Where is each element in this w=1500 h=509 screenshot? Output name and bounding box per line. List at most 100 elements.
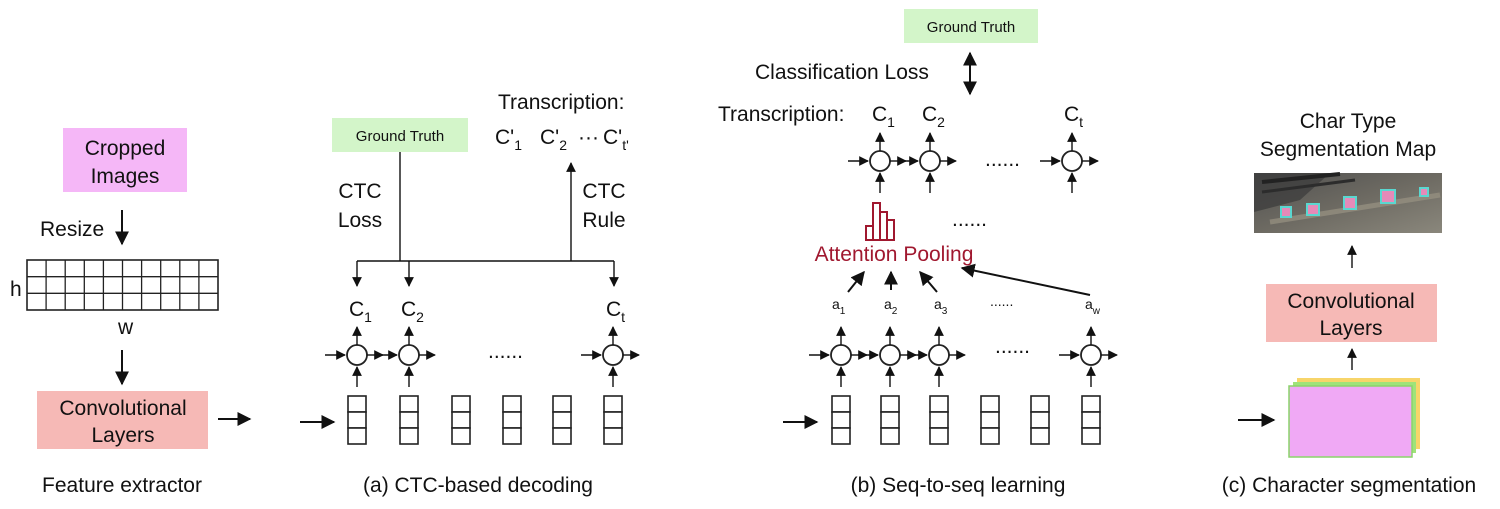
feature-cell bbox=[880, 411, 900, 429]
attention-histogram-icon bbox=[865, 202, 895, 241]
rnn-node bbox=[928, 344, 950, 366]
feature-cell bbox=[502, 411, 522, 429]
resize-label: Resize bbox=[40, 218, 104, 241]
ctc-ground-truth-box bbox=[332, 118, 468, 152]
attention-pooling-label: Attention Pooling bbox=[815, 243, 974, 266]
feature-cell bbox=[399, 395, 419, 413]
feature-cell bbox=[980, 411, 1000, 429]
feature-cell bbox=[929, 395, 949, 413]
ctc-output-c1: C1 bbox=[349, 298, 372, 325]
ctc-rnn-cells bbox=[325, 326, 640, 387]
feature-extractor: Cropped Images Resize h w Convolutional … bbox=[10, 128, 252, 497]
feature-cell bbox=[1030, 427, 1050, 445]
cropped-images-label-line2: Images bbox=[91, 165, 160, 188]
ctc-panel: Ground Truth CTC Loss Transcription: C'1… bbox=[300, 91, 640, 497]
feature-cell bbox=[831, 395, 851, 413]
feature-cell bbox=[451, 427, 471, 445]
feature-cell bbox=[502, 427, 522, 445]
feature-cell bbox=[880, 427, 900, 445]
s2s-output-c2: C2 bbox=[922, 103, 945, 130]
feature-cell bbox=[980, 395, 1000, 413]
alpha-1: a1 bbox=[832, 296, 846, 317]
feature-conv-label-line2: Layers bbox=[91, 424, 154, 447]
s2s-ground-truth-box bbox=[904, 9, 1038, 43]
ctc-output-ct: Ct bbox=[606, 298, 625, 325]
feature-cell bbox=[399, 411, 419, 429]
decoder-rnn-cells bbox=[848, 132, 1099, 193]
feature-extractor-caption: Feature extractor bbox=[42, 474, 202, 497]
seg-map-title-line2: Segmentation Map bbox=[1260, 138, 1436, 161]
ctc-caption: (a) CTC-based decoding bbox=[363, 474, 593, 497]
feature-cell bbox=[552, 427, 572, 445]
feature-cell bbox=[880, 395, 900, 413]
feature-cell bbox=[1030, 411, 1050, 429]
s2s-output-c1: C1 bbox=[872, 103, 895, 130]
feature-cell bbox=[347, 427, 367, 445]
cropped-images-box bbox=[63, 128, 187, 192]
ctc-transcription-ct: C't' bbox=[603, 126, 629, 153]
seg-map-title-line1: Char Type bbox=[1300, 110, 1397, 133]
attention-dots: ...... bbox=[952, 208, 987, 231]
feature-cell bbox=[347, 411, 367, 429]
seq2seq-panel: Ground Truth Classification Loss Transcr… bbox=[718, 9, 1118, 497]
rnn-node bbox=[602, 344, 624, 366]
s2s-feature-columns bbox=[831, 395, 1101, 445]
ctc-transcription-label: Transcription: bbox=[498, 91, 624, 114]
ctc-dots: ...... bbox=[488, 340, 523, 363]
feature-cell bbox=[603, 395, 623, 413]
seg-conv-label-line1: Convolutional bbox=[1287, 290, 1414, 313]
segmentation-panel: Char Type Segmentation Map Convolutional… bbox=[1222, 110, 1476, 497]
feature-cell bbox=[1081, 427, 1101, 445]
ctc-output-c2: C2 bbox=[401, 298, 424, 325]
feature-cell bbox=[1030, 395, 1050, 413]
feature-cell bbox=[451, 395, 471, 413]
rnn-node bbox=[398, 344, 420, 366]
s2s-transcription-label: Transcription: bbox=[718, 103, 844, 126]
rnn-node bbox=[346, 344, 368, 366]
s2s-ground-truth-label: Ground Truth bbox=[927, 19, 1015, 36]
feature-cell bbox=[831, 427, 851, 445]
rnn-node bbox=[869, 150, 891, 172]
rnn-node bbox=[830, 344, 852, 366]
width-label: w bbox=[117, 316, 134, 339]
ctc-transcription: C'1 C'2 ··· C't' bbox=[495, 126, 629, 153]
s2s-output-ct: Ct bbox=[1064, 103, 1083, 130]
feature-cell bbox=[1081, 411, 1101, 429]
rnn-node bbox=[1080, 344, 1102, 366]
feature-conv-box bbox=[37, 391, 208, 449]
decoder-dots: ...... bbox=[985, 148, 1020, 171]
encoder-dots: ...... bbox=[995, 335, 1030, 358]
ctc-transcription-c1: C'1 bbox=[495, 126, 522, 153]
ctc-transcription-dots: ··· bbox=[578, 126, 599, 149]
alpha-dots: ...... bbox=[990, 293, 1013, 309]
feature-map-stack bbox=[1288, 378, 1420, 458]
ctc-loss-label-line1: CTC bbox=[338, 180, 381, 203]
resized-grid bbox=[26, 259, 219, 311]
feature-cell bbox=[399, 427, 419, 445]
feature-cell bbox=[552, 395, 572, 413]
feature-conv-label-line1: Convolutional bbox=[59, 397, 186, 420]
ctc-feature-columns bbox=[347, 395, 623, 445]
seg-conv-box bbox=[1266, 284, 1437, 342]
rnn-node bbox=[919, 150, 941, 172]
feature-cell bbox=[929, 427, 949, 445]
alpha-3: a3 bbox=[934, 296, 948, 317]
feature-cell bbox=[552, 411, 572, 429]
feature-cell bbox=[929, 411, 949, 429]
ctc-rule-label-line2: Rule bbox=[582, 209, 625, 232]
feature-cell bbox=[980, 427, 1000, 445]
alpha-2: a2 bbox=[884, 296, 898, 317]
rnn-node bbox=[1061, 150, 1083, 172]
feature-cell bbox=[831, 411, 851, 429]
feature-cell bbox=[451, 411, 471, 429]
alpha-w: aw bbox=[1085, 296, 1101, 317]
seg-conv-label-line2: Layers bbox=[1319, 317, 1382, 340]
encoder-rnn-cells bbox=[809, 326, 1118, 387]
classification-loss-label: Classification Loss bbox=[755, 61, 929, 84]
ctc-transcription-c2: C'2 bbox=[540, 126, 567, 153]
ctc-rule-label-line1: CTC bbox=[582, 180, 625, 203]
s2s-caption: (b) Seq-to-seq learning bbox=[851, 474, 1066, 497]
feature-cell bbox=[502, 395, 522, 413]
height-label: h bbox=[10, 278, 22, 301]
seg-caption: (c) Character segmentation bbox=[1222, 474, 1476, 497]
